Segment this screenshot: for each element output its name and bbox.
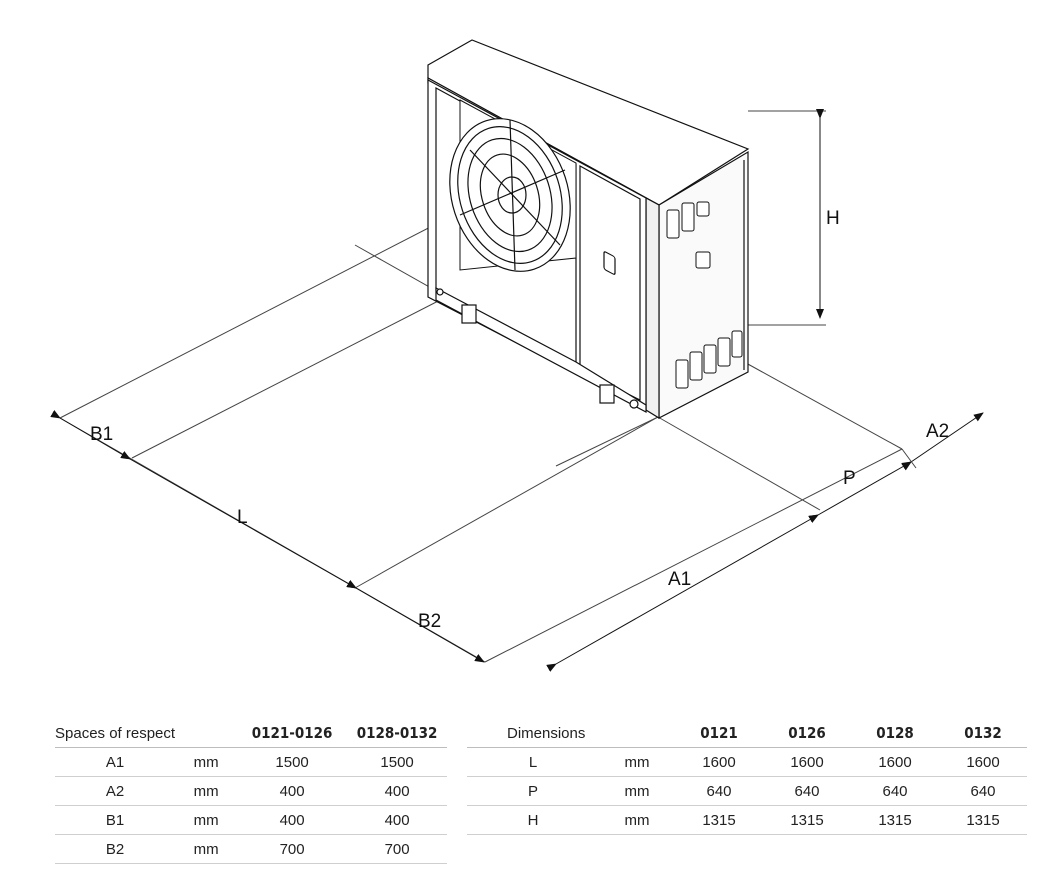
table-row: B2 mm 700 700 bbox=[55, 834, 448, 864]
table-cell: mm bbox=[599, 747, 675, 777]
table-cell: mm bbox=[175, 834, 238, 864]
table-cell: 640 bbox=[851, 776, 939, 806]
dim-label-a1: A1 bbox=[668, 569, 691, 590]
table-row: A2 mm 400 400 bbox=[55, 776, 448, 806]
table-cell: 1315 bbox=[939, 805, 1027, 835]
header-cell: Dimensions bbox=[467, 719, 599, 748]
spaces-of-respect-table: Spaces of respect 0121-0126 0128-0132 A1… bbox=[55, 719, 448, 864]
table-cell: P bbox=[467, 776, 599, 806]
table-cell: A2 bbox=[55, 776, 176, 806]
table-cell: 400 bbox=[237, 776, 348, 806]
table-row: H mm 1315 1315 1315 1315 bbox=[467, 805, 1027, 835]
dim-label-l: L bbox=[237, 507, 248, 528]
heat-pump-unit bbox=[427, 39, 750, 420]
header-cell: 0132 bbox=[939, 719, 1027, 748]
table-cell: 400 bbox=[237, 805, 348, 835]
table-cell: mm bbox=[175, 805, 238, 835]
table-cell: B1 bbox=[55, 805, 176, 835]
table-cell: 1315 bbox=[851, 805, 939, 835]
table-row: B1 mm 400 400 bbox=[55, 805, 448, 835]
table-cell: B2 bbox=[55, 834, 176, 864]
table-cell: 1600 bbox=[675, 747, 763, 777]
table-cell: 700 bbox=[347, 834, 448, 864]
dim-label-b1: B1 bbox=[90, 424, 113, 445]
dimension-lines bbox=[50, 109, 984, 672]
header-cell bbox=[175, 719, 238, 748]
table-header-row: Spaces of respect 0121-0126 0128-0132 bbox=[55, 719, 448, 748]
header-cell bbox=[599, 719, 675, 748]
table-cell: 1315 bbox=[675, 805, 763, 835]
table-cell: 640 bbox=[675, 776, 763, 806]
dim-label-p: P bbox=[843, 468, 856, 489]
table-row: A1 mm 1500 1500 bbox=[55, 747, 448, 777]
table-row: L mm 1600 1600 1600 1600 bbox=[467, 747, 1027, 777]
table-cell: 700 bbox=[237, 834, 348, 864]
dim-label-h: H bbox=[826, 208, 840, 229]
header-cell: Spaces of respect bbox=[55, 719, 176, 748]
table-cell: 640 bbox=[939, 776, 1027, 806]
header-cell: 0121 bbox=[675, 719, 763, 748]
table-cell: 1500 bbox=[347, 747, 448, 777]
table-cell: mm bbox=[175, 747, 238, 777]
table-cell: 640 bbox=[763, 776, 851, 806]
table-header-row: Dimensions 0121 0126 0128 0132 bbox=[467, 719, 1027, 748]
table-row: P mm 640 640 640 640 bbox=[467, 776, 1027, 806]
table-cell: H bbox=[467, 805, 599, 835]
header-cell: 0128 bbox=[851, 719, 939, 748]
table-cell: mm bbox=[175, 776, 238, 806]
table-cell: mm bbox=[599, 805, 675, 835]
dim-label-a2: A2 bbox=[926, 421, 949, 442]
table-cell: 400 bbox=[347, 805, 448, 835]
table-cell: A1 bbox=[55, 747, 176, 777]
dimensions-table: Dimensions 0121 0126 0128 0132 L mm 1600… bbox=[467, 719, 1027, 835]
table-cell: 1500 bbox=[237, 747, 348, 777]
dim-label-b2: B2 bbox=[418, 611, 441, 632]
table-cell: 400 bbox=[347, 776, 448, 806]
table-cell: 1600 bbox=[763, 747, 851, 777]
table-cell: mm bbox=[599, 776, 675, 806]
table-cell: 1315 bbox=[763, 805, 851, 835]
table-cell: L bbox=[467, 747, 599, 777]
table-cell: 1600 bbox=[851, 747, 939, 777]
header-cell: 0121-0126 bbox=[237, 719, 348, 748]
table-cell: 1600 bbox=[939, 747, 1027, 777]
heat-pump-clearance-diagram: H B1 A2 P L A1 B2 bbox=[50, 39, 984, 672]
header-cell: 0126 bbox=[763, 719, 851, 748]
header-cell: 0128-0132 bbox=[347, 719, 448, 748]
